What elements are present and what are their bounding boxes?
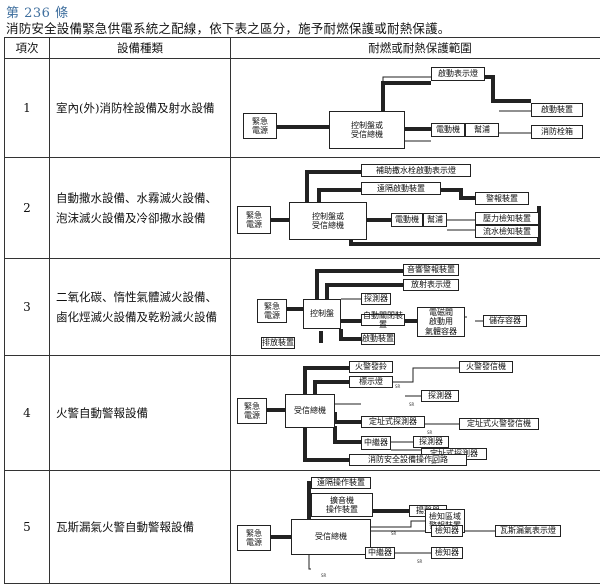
- sr-label: SR: [431, 460, 437, 465]
- article-intro: 消防安全設備緊急供電系統之配線，依下表之區分，施予耐燃保護或耐熱保護。: [6, 21, 451, 36]
- relay-box: 中繼器: [361, 436, 391, 450]
- gas-detector-box-2: 檢知器: [431, 547, 463, 559]
- hydrant-box: 消防栓箱: [531, 125, 583, 139]
- flow-detector-box: 流水檢知裝置: [475, 225, 539, 238]
- detector-box: 探測器: [421, 390, 459, 402]
- gas-leak-indicator-box: 瓦斯漏氣表示燈: [495, 525, 561, 537]
- motor-box: 電動機: [391, 213, 423, 227]
- motor-box: 電動機: [431, 123, 465, 137]
- row-type: 火警自動警報設備: [49, 355, 231, 471]
- solenoid-valve-box: 電磁閥 啟動用 氣體容器: [417, 307, 465, 337]
- wiring-diagram-3: 音響警報裝置 放射表示燈 探測器 緊急 電源 控制盤 自動關閉裝置 電磁閥 啟動…: [231, 259, 600, 355]
- table-row: 3 二氧化碳、惰性氣體滅火設備、鹵化烴滅火設備及乾粉滅火設備: [4, 258, 600, 356]
- row-no: 5: [4, 470, 50, 584]
- row-no: 2: [4, 157, 50, 259]
- row-type: 自動撒水設備、水霧滅火設備、泡沫滅火設備及冷卻撒水設備: [49, 157, 231, 259]
- article-title: 第 236 條: [6, 6, 69, 21]
- amplifier-operation-box: 擴音機 操作裝置: [311, 493, 373, 517]
- table-row: 5 瓦斯漏氣火警自動警報設備: [4, 470, 600, 584]
- emergency-power-box: 緊急 電源: [237, 525, 271, 551]
- sr-label: SR: [409, 402, 415, 407]
- fire-panel-box: 受信總機: [285, 394, 335, 428]
- wiring-lines-1: [277, 75, 531, 142]
- audible-alarm-box: 音響警報裝置: [403, 264, 459, 276]
- diagram-cell: 遠隔操作裝置 擴音機 操作裝置 揚聲器 檢知區域 警報裝置 緊急 電源 受信總機…: [230, 470, 600, 584]
- control-panel-box: 控制盤或 受信總機: [289, 202, 367, 240]
- addressable-call-point-box: 定址式火警發信機: [459, 418, 539, 430]
- row-no: 3: [4, 258, 50, 356]
- auto-close-box: 自動關閉裝置: [361, 310, 405, 329]
- header-scope: 耐燃或耐熱保護範圍: [230, 37, 600, 59]
- remote-start-box: 遠隔啟動裝置: [361, 182, 441, 195]
- gas-detector-box: 檢知器: [431, 525, 463, 537]
- operation-circuit-box: 消防安全設備操作回路: [349, 454, 467, 466]
- diagram-cell: 火警發鈴 火警發信機 標示燈 探測器 緊急 電源 受信總機 定址式探測器 定址式…: [230, 355, 600, 471]
- discharge-indicator-box: 放射表示燈: [403, 279, 459, 291]
- addressable-detector-box: 定址式探測器: [361, 416, 425, 428]
- sr-label: SR: [321, 573, 327, 578]
- wiring-diagram-5: 遠隔操作裝置 擴音機 操作裝置 揚聲器 檢知區域 警報裝置 緊急 電源 受信總機…: [231, 471, 600, 583]
- exhaust-device-box: 排放裝置: [261, 337, 295, 349]
- sr-label: SR: [427, 430, 433, 435]
- control-panel-box: 控制盤或 受信總機: [329, 111, 405, 149]
- pump-box: 幫浦: [465, 123, 499, 137]
- wiring-lines-3: [287, 269, 483, 343]
- row-type: 室內(外)消防栓設備及射水設備: [49, 58, 231, 158]
- wiring-diagram-1: 啟動表示燈 緊急 電源 控制盤或 受信總機 啟動裝置 電動機 幫浦 消防栓箱: [231, 59, 600, 157]
- wiring-lines-4: [267, 366, 459, 462]
- diagram-cell: 啟動表示燈 緊急 電源 控制盤或 受信總機 啟動裝置 電動機 幫浦 消防栓箱: [230, 58, 600, 158]
- wiring-lines-2: [271, 170, 541, 246]
- emergency-power-box: 緊急 電源: [243, 113, 277, 139]
- row-type: 二氧化碳、惰性氣體滅火設備、鹵化烴滅火設備及乾粉滅火設備: [49, 258, 231, 356]
- detector-box-2: 探測器: [413, 436, 449, 448]
- emergency-power-box: 緊急 電源: [237, 206, 271, 234]
- wiring-lines-5: [271, 481, 495, 570]
- row-type: 瓦斯漏氣火警自動警報設備: [49, 470, 231, 584]
- start-indicator-box: 啟動表示燈: [431, 67, 485, 81]
- control-panel-box: 控制盤: [303, 299, 341, 329]
- pressure-detector-box: 壓力檢知裝置: [475, 212, 539, 225]
- remote-operation-box: 遠隔操作裝置: [311, 477, 371, 489]
- pump-box: 幫浦: [423, 213, 447, 227]
- fire-panel-box: 受信總機: [291, 519, 371, 555]
- row-no: 1: [4, 58, 50, 158]
- alarm-device-box: 警報裝置: [475, 192, 529, 205]
- header-no: 項次: [4, 37, 50, 59]
- detector-box: 探測器: [361, 293, 391, 305]
- storage-container-box: 儲存容器: [483, 315, 527, 327]
- manual-call-point-box: 火警發信機: [459, 361, 513, 373]
- sr-label: SR: [395, 384, 401, 389]
- sr-label: SR: [391, 531, 397, 536]
- indicator-lamp-box: 標示燈: [349, 376, 393, 388]
- diagram-cell: 補助撒水栓啟動表示燈 遠隔啟動裝置 警報裝置 緊急 電源 控制盤或 受信總機 電…: [230, 157, 600, 259]
- table-header-row: 項次 設備種類 耐燃或耐熱保護範圍: [4, 37, 600, 59]
- header-type: 設備種類: [49, 37, 231, 59]
- relay-box: 中繼器: [365, 547, 395, 559]
- diagram-cell: 音響警報裝置 放射表示燈 探測器 緊急 電源 控制盤 自動關閉裝置 電磁閥 啟動…: [230, 258, 600, 356]
- fire-bell-box: 火警發鈴: [349, 361, 393, 373]
- wiring-diagram-2: 補助撒水栓啟動表示燈 遠隔啟動裝置 警報裝置 緊急 電源 控制盤或 受信總機 電…: [231, 158, 600, 258]
- emergency-power-box: 緊急 電源: [257, 299, 287, 323]
- start-device-box: 啟動裝置: [361, 333, 395, 345]
- sr-label: SR: [417, 559, 423, 564]
- table-row: 1 室內(外)消防栓設備及射水設備: [4, 58, 600, 158]
- table-row: 2 自動撒水設備、水霧滅火設備、泡沫滅火設備及冷卻撒水設備: [4, 157, 600, 259]
- emergency-power-box: 緊急 電源: [237, 398, 267, 424]
- table-row: 4 火警自動警報設備: [4, 355, 600, 471]
- protection-table: 項次 設備種類 耐燃或耐熱保護範圍 1 室內(外)消防栓設備及射水設備: [4, 37, 600, 584]
- start-device-box: 啟動裝置: [531, 103, 583, 117]
- row-no: 4: [4, 355, 50, 471]
- aux-sprinkler-indicator-box: 補助撒水栓啟動表示燈: [361, 164, 471, 177]
- wiring-diagram-4: 火警發鈴 火警發信機 標示燈 探測器 緊急 電源 受信總機 定址式探測器 定址式…: [231, 356, 600, 470]
